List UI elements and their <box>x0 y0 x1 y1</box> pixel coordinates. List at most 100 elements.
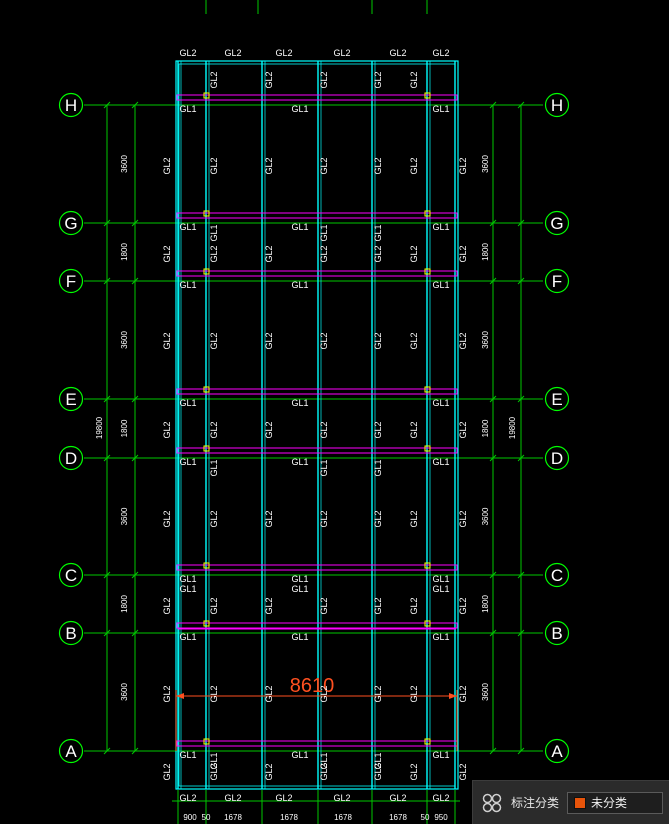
axis-bubble-A <box>544 738 570 764</box>
dim-text-bottom: 50 <box>421 813 430 822</box>
axis-grid-lines <box>84 0 543 824</box>
dim-tick-C-3 <box>517 571 525 579</box>
vertical-beam-label: GL2 <box>458 157 468 174</box>
dim-text-left: 1800 <box>120 243 129 261</box>
primary-beam-label: GL1 <box>291 750 308 760</box>
vertical-beam-label: GL2 <box>209 245 219 262</box>
dim-tick-D-2 <box>489 454 497 462</box>
connector-A-0 <box>203 738 210 745</box>
axis-bubble-label-B: B <box>65 624 76 643</box>
vertical-beam-label: GL2 <box>319 157 329 174</box>
axis-bubble-D <box>58 445 84 471</box>
axis-bubble-B <box>544 620 570 646</box>
vertical-beam-label: GL2 <box>264 510 274 527</box>
dim-text-bottom: 50 <box>202 813 211 822</box>
primary-beam-label: GL1 <box>179 457 196 467</box>
axis-bubble-label-C: C <box>551 566 563 585</box>
axis-bubble-G <box>544 210 570 236</box>
axis-bubble-H <box>58 92 84 118</box>
dim-tick-C-1 <box>131 571 139 579</box>
vertical-beam-label: GL2 <box>264 157 274 174</box>
dim-text-bottom: 1678 <box>389 813 407 822</box>
axis-bubble-label-A: A <box>551 742 563 761</box>
primary-beam-label: GL1 <box>179 280 196 290</box>
primary-beam-label: GL1 <box>291 222 308 232</box>
primary-beam-label: GL1 <box>432 280 449 290</box>
vertical-beam-label: GL2 <box>264 685 274 702</box>
vertical-beam-label: GL2 <box>162 157 172 174</box>
primary-beam-label: GL1 <box>291 104 308 114</box>
dim-tick-E-3 <box>517 395 525 403</box>
axis-bubble-label-E: E <box>551 390 562 409</box>
primary-beam-label: GL1 <box>291 632 308 642</box>
vertical-beam-label: GL2 <box>162 332 172 349</box>
beam-layer <box>175 60 459 790</box>
vertical-beam-label: GL1 <box>319 224 329 241</box>
vertical-beam-label: GL2 <box>209 71 219 88</box>
primary-beam-E <box>176 388 458 395</box>
primary-beam-label: GL1 <box>179 574 196 584</box>
vertical-beam-label: GL2 <box>458 597 468 614</box>
primary-beam-B <box>176 622 458 629</box>
axis-bubble-label-A: A <box>65 742 77 761</box>
connector-D-1 <box>424 445 431 452</box>
vertical-beam-label: GL2 <box>162 245 172 262</box>
primary-beam-label: GL1 <box>291 457 308 467</box>
vertical-beam-label: GL2 <box>209 597 219 614</box>
dim-tick-A-2 <box>489 747 497 755</box>
primary-beam-G <box>176 212 458 219</box>
axis-bubble-C <box>544 562 570 588</box>
top-beam-label: GL2 <box>333 48 350 58</box>
dim-text-left: 3600 <box>120 507 129 525</box>
dim-tick-B-3 <box>517 629 525 637</box>
connector-E-0 <box>203 386 210 393</box>
primary-beam-C <box>176 564 458 571</box>
connector-A-1 <box>424 738 431 745</box>
vertical-beam-label: GL2 <box>319 510 329 527</box>
grid-category-icon[interactable] <box>479 790 505 816</box>
primary-beam-label: GL1 <box>179 398 196 408</box>
connector-G-0 <box>203 210 210 217</box>
vertical-beam-label: GL2 <box>209 157 219 174</box>
axis-bubble-label-H: H <box>65 96 77 115</box>
vertical-beam-label: GL1 <box>373 459 383 476</box>
vertical-beam-label: GL1 <box>373 752 383 769</box>
connector-F-1 <box>424 268 431 275</box>
vertical-beam-label: GL2 <box>409 685 419 702</box>
vertical-beam-label: GL2 <box>162 685 172 702</box>
dim-text-left-total: 19800 <box>95 416 104 439</box>
annotation-category-select[interactable]: 未分类 <box>567 791 664 814</box>
dim-text-left: 3600 <box>120 155 129 173</box>
primary-beam-label: GL1 <box>432 457 449 467</box>
vertical-beam-label: GL2 <box>162 763 172 780</box>
span-arrow-left <box>176 693 184 699</box>
primary-beam-label: GL1 <box>291 584 308 594</box>
dim-text-left: 1800 <box>120 595 129 613</box>
axis-bubble-label-D: D <box>551 449 563 468</box>
dim-text-bottom: 900 <box>183 813 197 822</box>
vertical-beam-label: GL2 <box>162 597 172 614</box>
vertical-beam-label: GL2 <box>264 597 274 614</box>
vertical-beam-label: GL2 <box>373 685 383 702</box>
primary-beam-label: GL1 <box>432 574 449 584</box>
dim-tick-C-0 <box>103 571 111 579</box>
dim-tick-F-1 <box>131 277 139 285</box>
dim-tick-H-1 <box>131 101 139 109</box>
axis-bubble-H <box>544 92 570 118</box>
primary-beam-F <box>176 270 458 277</box>
dim-text-bottom: 1678 <box>224 813 242 822</box>
vertical-beam-label: GL1 <box>373 224 383 241</box>
category-color-swatch <box>574 796 587 809</box>
dim-tick-G-0 <box>103 219 111 227</box>
primary-beam-label: GL1 <box>179 222 196 232</box>
connector-B-1 <box>424 620 431 627</box>
dim-tick-G-3 <box>517 219 525 227</box>
axis-bubble-C <box>58 562 84 588</box>
primary-beam-D <box>176 447 458 454</box>
axis-bubble-B <box>58 620 84 646</box>
dim-tick-D-3 <box>517 454 525 462</box>
